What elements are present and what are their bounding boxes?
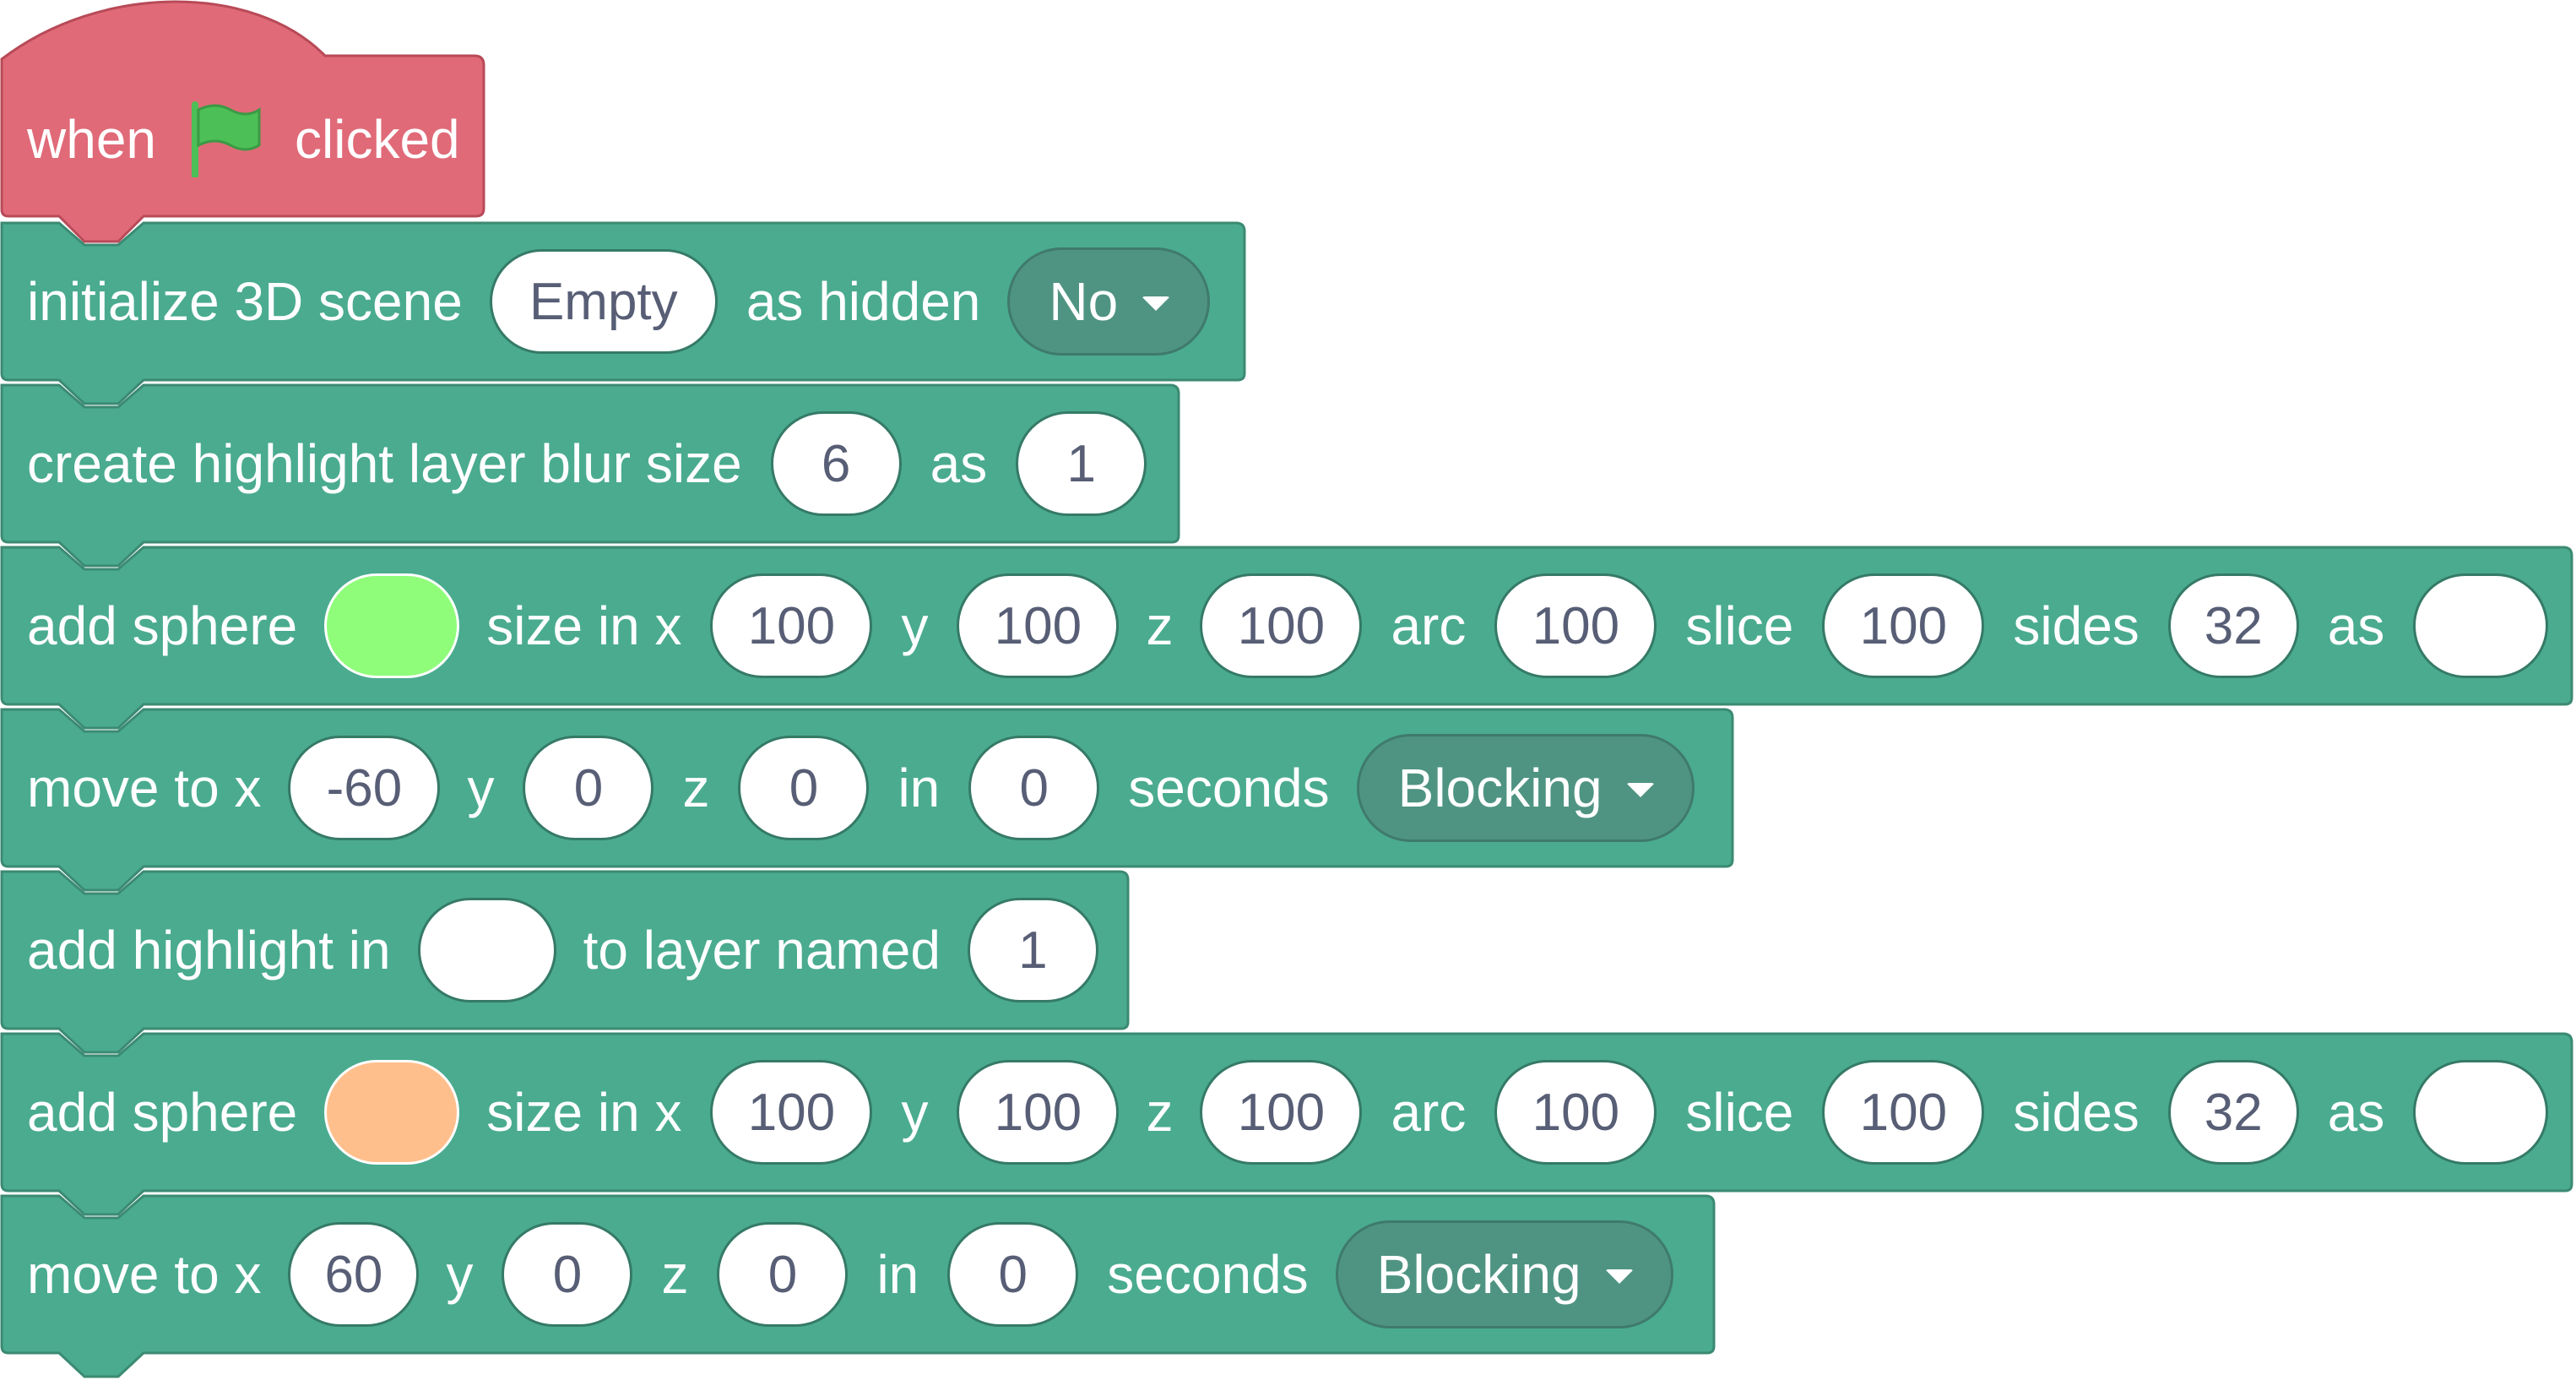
size-x-input[interactable]: 100 xyxy=(710,573,873,678)
z-label: z xyxy=(661,1244,689,1305)
when-label: when xyxy=(27,108,156,170)
size-z-input[interactable]: 100 xyxy=(1200,573,1363,678)
hidden-dropdown[interactable]: No xyxy=(1007,247,1211,356)
seconds-label: seconds xyxy=(1128,758,1330,818)
y-label: y xyxy=(901,1082,929,1143)
move-to-block-1[interactable]: move to x -60 y 0 z 0 in 0 seconds Block… xyxy=(0,709,1695,867)
z-input[interactable]: 0 xyxy=(738,736,870,840)
layer-name-input[interactable]: 1 xyxy=(967,898,1098,1002)
add-highlight-block[interactable]: add highlight in to layer named 1 xyxy=(0,872,1098,1029)
hidden-dropdown-value: No xyxy=(1049,271,1119,332)
sides-label: sides xyxy=(2013,1082,2139,1143)
seconds-input[interactable]: 0 xyxy=(968,736,1100,840)
block-shape-add-highlight[interactable] xyxy=(0,870,1130,1054)
chevron-down-icon xyxy=(1604,1269,1634,1284)
blocking-dropdown-value: Blocking xyxy=(1397,758,1603,818)
blocking-dropdown-value: Blocking xyxy=(1376,1244,1581,1305)
blur-size-input[interactable]: 6 xyxy=(770,411,902,516)
in-label: in xyxy=(898,758,941,818)
x-input[interactable]: -60 xyxy=(288,736,441,840)
color-picker[interactable] xyxy=(324,573,460,678)
as-label: as xyxy=(930,433,988,494)
y-input[interactable]: 0 xyxy=(502,1222,633,1327)
slice-label: slice xyxy=(1685,1082,1794,1143)
name-input[interactable] xyxy=(2413,573,2549,678)
sides-input[interactable]: 32 xyxy=(2167,573,2299,678)
add-sphere-block-2[interactable]: add sphere size in x 100 y 100 z 100 arc… xyxy=(0,1034,2549,1191)
move-to-block-2[interactable]: move to x 60 y 0 z 0 in 0 seconds Blocki… xyxy=(0,1196,1673,1353)
size-in-x-label: size in x xyxy=(486,1082,682,1143)
as-label: as xyxy=(2327,1082,2385,1143)
block-label: add highlight in xyxy=(27,920,391,981)
chevron-down-icon xyxy=(1142,296,1171,311)
size-y-input[interactable]: 100 xyxy=(957,573,1120,678)
as-hidden-label: as hidden xyxy=(746,271,981,332)
sides-label: sides xyxy=(2013,595,2139,656)
arc-label: arc xyxy=(1391,595,1467,656)
seconds-label: seconds xyxy=(1107,1244,1309,1305)
slice-input[interactable]: 100 xyxy=(1822,573,1985,678)
green-flag-icon xyxy=(192,101,261,177)
when-flag-clicked-block[interactable]: when clicked xyxy=(0,57,460,220)
initialize-scene-block[interactable]: initialize 3D scene Empty as hidden No xyxy=(0,223,1211,380)
layer-name-input[interactable]: 1 xyxy=(1016,411,1147,516)
clicked-label: clicked xyxy=(295,108,460,170)
x-input[interactable]: 60 xyxy=(288,1222,420,1327)
size-y-input[interactable]: 100 xyxy=(957,1060,1120,1165)
y-label: y xyxy=(901,595,929,656)
block-label: initialize 3D scene xyxy=(27,271,463,332)
z-input[interactable]: 0 xyxy=(717,1222,849,1327)
blocking-dropdown[interactable]: Blocking xyxy=(1335,1220,1673,1328)
z-label: z xyxy=(682,758,710,818)
block-label: create highlight layer blur size xyxy=(27,433,742,494)
scene-input[interactable]: Empty xyxy=(489,249,718,354)
size-x-input[interactable]: 100 xyxy=(710,1060,873,1165)
z-label: z xyxy=(1146,595,1174,656)
block-label: add sphere xyxy=(27,1082,298,1143)
sides-input[interactable]: 32 xyxy=(2167,1060,2299,1165)
block-label: add sphere xyxy=(27,595,298,656)
block-label: move to x xyxy=(27,1244,262,1305)
y-label: y xyxy=(446,1244,474,1305)
size-in-x-label: size in x xyxy=(486,595,682,656)
seconds-input[interactable]: 0 xyxy=(947,1222,1079,1327)
arc-input[interactable]: 100 xyxy=(1494,1060,1657,1165)
blocking-dropdown[interactable]: Blocking xyxy=(1356,734,1695,842)
slice-input[interactable]: 100 xyxy=(1822,1060,1985,1165)
block-shape-move-2[interactable] xyxy=(0,1194,1716,1378)
name-input[interactable] xyxy=(2413,1060,2549,1165)
color-picker[interactable] xyxy=(324,1060,460,1165)
as-label: as xyxy=(2327,595,2385,656)
z-label: z xyxy=(1146,1082,1174,1143)
size-z-input[interactable]: 100 xyxy=(1200,1060,1363,1165)
create-highlight-layer-block[interactable]: create highlight layer blur size 6 as 1 xyxy=(0,385,1147,542)
chevron-down-icon xyxy=(1625,782,1655,797)
block-label: move to x xyxy=(27,758,262,818)
to-layer-label: to layer named xyxy=(583,920,941,981)
in-label: in xyxy=(876,1244,919,1305)
arc-input[interactable]: 100 xyxy=(1494,573,1657,678)
arc-label: arc xyxy=(1391,1082,1467,1143)
y-label: y xyxy=(467,758,495,818)
slice-label: slice xyxy=(1685,595,1794,656)
add-sphere-block-1[interactable]: add sphere size in x 100 y 100 z 100 arc… xyxy=(0,547,2549,704)
mesh-input[interactable] xyxy=(417,898,556,1002)
y-input[interactable]: 0 xyxy=(523,736,654,840)
